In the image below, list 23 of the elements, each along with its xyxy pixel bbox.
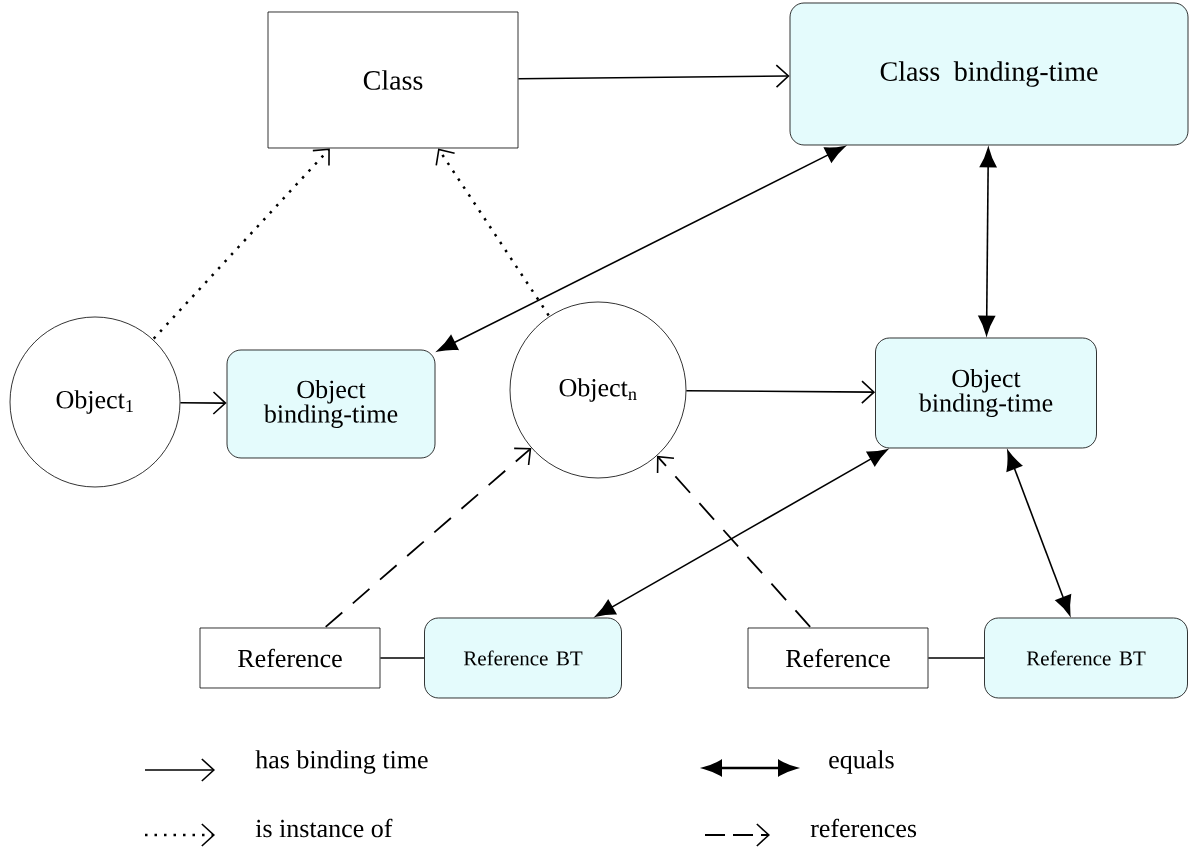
arrow xyxy=(685,380,876,404)
binding-time-box: Reference BT xyxy=(984,617,1188,699)
arrow xyxy=(1006,450,1072,616)
reference-box: Reference xyxy=(199,627,381,689)
arrow xyxy=(324,447,532,628)
legend-label: references xyxy=(810,818,917,838)
arrow xyxy=(517,64,790,88)
binding-time-box: Object binding-time xyxy=(875,337,1097,449)
legend-label: equals xyxy=(829,750,894,774)
class-box: Class xyxy=(267,11,519,149)
legend-label: has binding time xyxy=(255,750,428,774)
arrow xyxy=(179,391,227,415)
reference-box: Reference xyxy=(747,627,929,689)
binding-time-box: Object binding-time xyxy=(226,349,436,459)
arrow xyxy=(437,145,846,352)
arrow xyxy=(152,148,330,340)
binding-time-box: Reference BT xyxy=(424,617,622,699)
binding-time-box: Class binding-time xyxy=(789,2,1189,146)
arrow xyxy=(435,148,550,317)
arrow xyxy=(978,147,997,336)
arrow xyxy=(595,449,888,617)
legend-label: is instance of xyxy=(255,818,393,838)
arrow xyxy=(656,455,812,628)
